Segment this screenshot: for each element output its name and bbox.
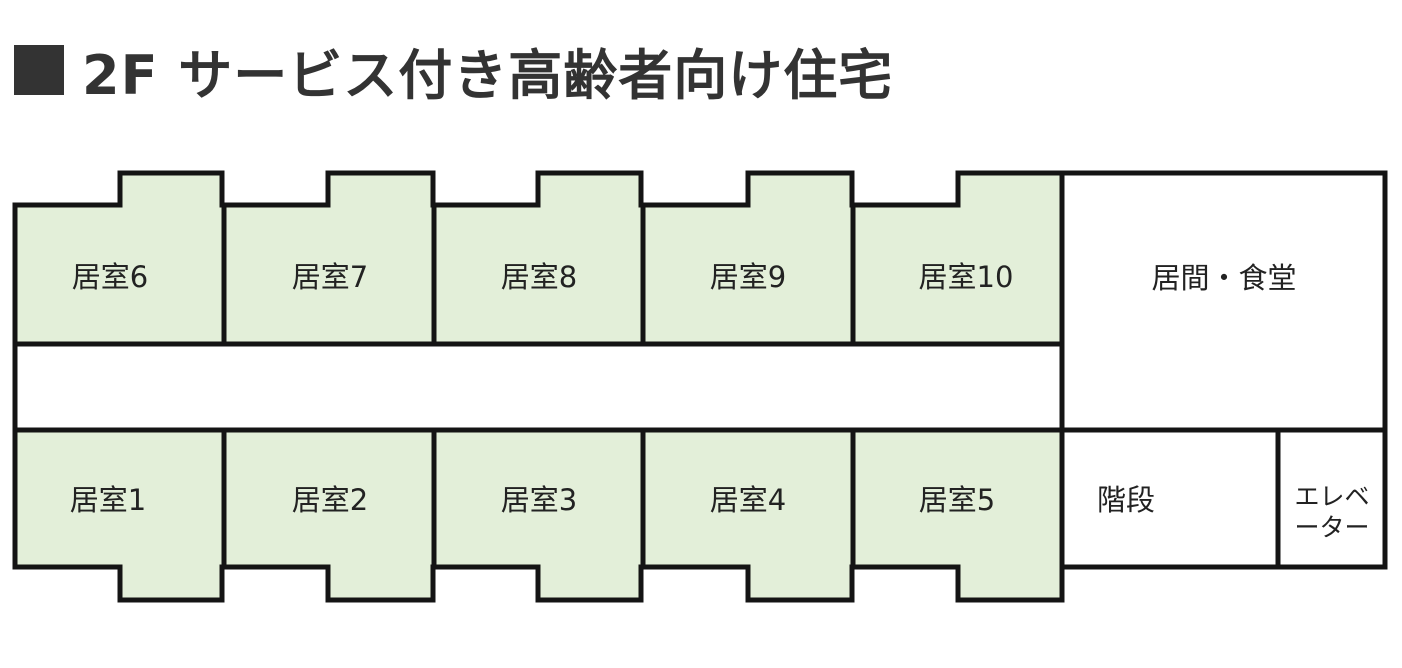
- room-10-label: 居室10: [919, 260, 1014, 294]
- room-10[interactable]: [850, 170, 1065, 347]
- stairs-room[interactable]: [1059, 427, 1281, 570]
- room-6[interactable]: [12, 170, 227, 347]
- room-3-label: 居室3: [501, 483, 577, 517]
- elevator-label-line1: エレベ: [1294, 482, 1369, 511]
- room-8[interactable]: [431, 170, 646, 347]
- room-9[interactable]: [640, 170, 856, 347]
- elevator-label-line2: ーター: [1294, 513, 1369, 542]
- room-4-label: 居室4: [710, 483, 786, 517]
- room-7-label: 居室7: [292, 260, 368, 294]
- room-2-label: 居室2: [292, 483, 368, 517]
- room-5-label: 居室5: [919, 483, 995, 517]
- room-9-label: 居室9: [710, 260, 786, 294]
- room-6-label: 居室6: [72, 260, 148, 294]
- stairs-label: 階段: [1097, 483, 1155, 517]
- page-title: 2F サービス付き高齢者向け住宅: [14, 30, 893, 110]
- page-title-text: 2F サービス付き高齢者向け住宅: [82, 43, 894, 107]
- elevator-room[interactable]: [1275, 427, 1388, 570]
- room-1-label: 居室1: [70, 483, 146, 517]
- living-dining-room[interactable]: [1059, 170, 1388, 433]
- living-dining-label: 居間・食堂: [1151, 261, 1296, 295]
- title-square-icon: [14, 45, 64, 95]
- room-7[interactable]: [221, 170, 437, 347]
- room-8-label: 居室8: [501, 260, 577, 294]
